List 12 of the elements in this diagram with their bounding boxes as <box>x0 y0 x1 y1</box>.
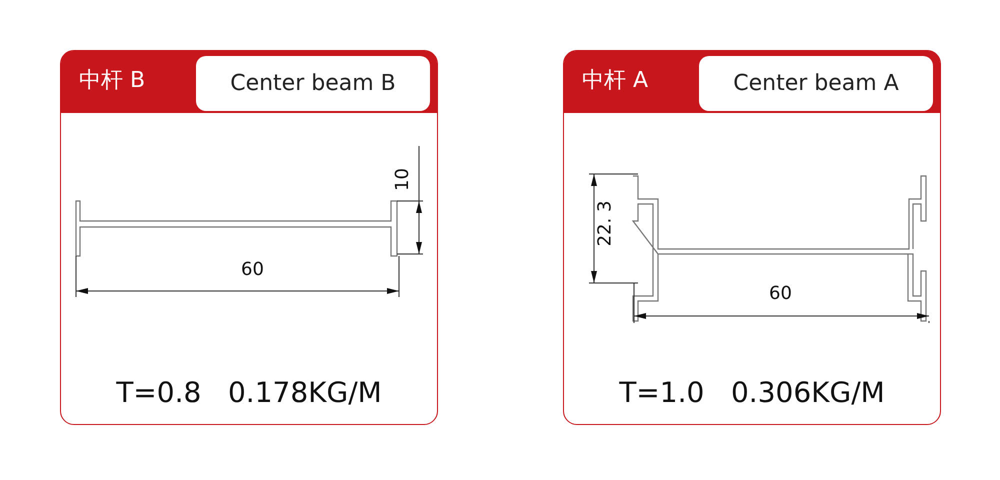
profile-card <box>563 50 941 425</box>
dimension-value: 22. 3 <box>594 200 616 246</box>
spec-text: T=0.8 0.178KG/M <box>115 376 383 409</box>
card-heading: 中杆 B <box>79 67 146 95</box>
dimension-value: 60 <box>769 283 792 304</box>
spec-text: T=1.0 0.306KG/M <box>618 376 886 409</box>
card-heading: 中杆 A <box>582 67 648 95</box>
dimension-value: 10 <box>392 168 413 191</box>
profile-card <box>60 50 438 425</box>
dimension-value: 60 <box>241 259 264 280</box>
title-tab: Center beam A <box>699 56 933 111</box>
title-tab: Center beam B <box>196 56 430 111</box>
